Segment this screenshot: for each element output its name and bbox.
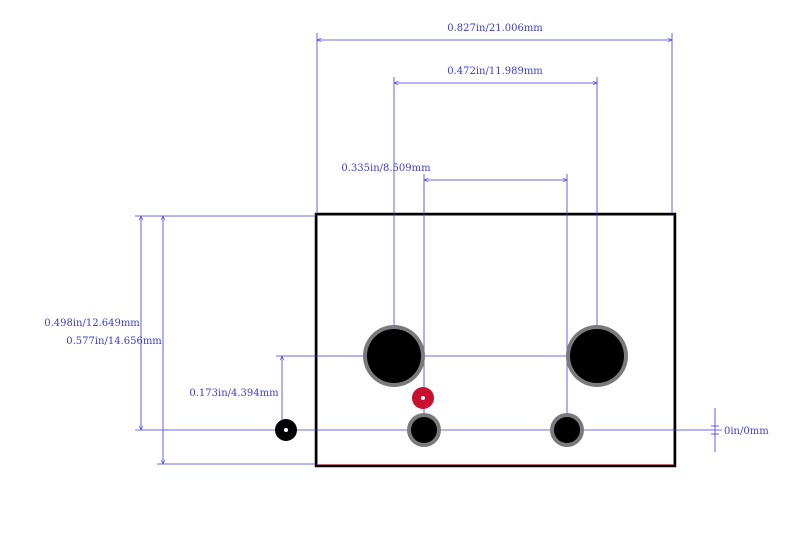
large-mounting-hole-right [566, 325, 628, 387]
pin-1-marker [412, 387, 434, 409]
pad-1 [407, 413, 441, 447]
dimension-small-hole-spacing [424, 174, 567, 430]
dimension-body-height-outer [157, 216, 316, 464]
dimension-pin-offset-label: 0.173in/4.394mm [189, 388, 279, 399]
dimension-zero-offset [567, 408, 722, 452]
pad-2 [550, 413, 584, 447]
dimension-pin-offset [276, 356, 597, 430]
component-body-outline [314, 212, 677, 468]
large-mounting-hole-left [363, 325, 425, 387]
dimension-overall-width-label: 0.827in/21.006mm [447, 23, 543, 34]
origin-marker [275, 419, 297, 441]
dimension-large-hole-spacing [394, 77, 597, 356]
dimension-body-height-inner-label: 0.498in/12.649mm [44, 318, 140, 329]
dimension-large-hole-spacing-label: 0.472in/11.989mm [447, 66, 543, 77]
dimension-small-hole-spacing-label: 0.335in/8.509mm [341, 163, 431, 174]
dimension-body-height-outer-label: 0.577in/14.656mm [66, 336, 162, 347]
dimension-zero-offset-label: 0in/0mm [724, 426, 769, 437]
dimension-overall-width [317, 33, 672, 214]
component-body-inner-outline [317, 215, 674, 465]
